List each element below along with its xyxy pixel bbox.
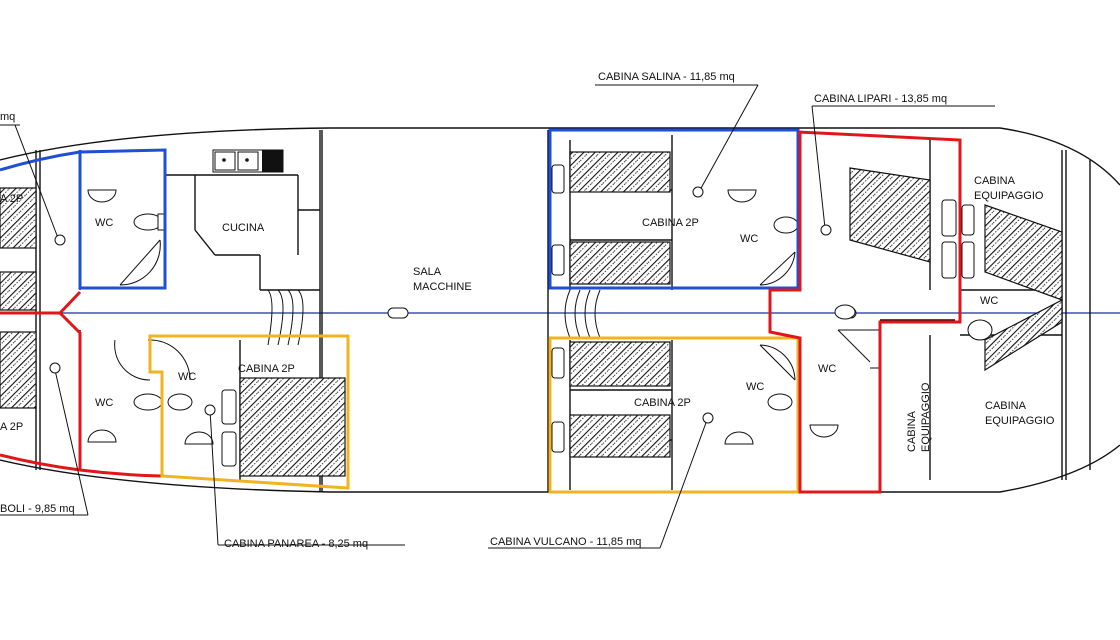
label-wc-4: WC (740, 233, 758, 245)
label-cabina-stromboli-partial: BOLI - 9,85 mq (0, 503, 75, 515)
label-cabina-equipaggio-bottom-1: CABINA (985, 400, 1027, 412)
beds (0, 151, 1063, 477)
hull-outline (0, 127, 1120, 186)
label-cabina-salina: CABINA SALINA - 11,85 mq (598, 71, 735, 83)
label-cucina: CUCINA (222, 222, 265, 234)
doors (114, 239, 881, 381)
stove (212, 149, 284, 173)
label-macchine: MACCHINE (413, 281, 472, 293)
cabin-outline-yellow-vulcano (548, 336, 800, 494)
cabin-outline-blue-left (0, 148, 167, 290)
label-wc-6: WC (818, 363, 836, 375)
label-partial-2p-bottom: A 2P (0, 421, 23, 433)
label-wc-2: WC (95, 397, 113, 409)
label-cabina-lipari: CABINA LIPARI - 13,85 mq (814, 93, 947, 105)
label-wc-7: WC (980, 295, 998, 307)
label-sala: SALA (413, 266, 442, 278)
label-partial-2p-top: A 2P (0, 193, 23, 205)
cabin-outline-yellow-panarea (148, 334, 350, 490)
stairs-left (267, 289, 304, 346)
label-cabina-vulcano: CABINA VULCANO - 11,85 mq (490, 536, 641, 548)
cabin-outline-red-lipari (768, 130, 962, 494)
label-cabina-panarea: CABINA PANAREA - 8,25 mq (224, 538, 368, 550)
pillows (221, 164, 975, 467)
sinks (87, 189, 839, 445)
axis-marker-left (387, 307, 409, 319)
leader-lines (0, 84, 995, 549)
cabin-outline-blue-salina (548, 128, 800, 290)
label-cabina-2p-panarea: CABINA 2P (238, 363, 295, 375)
label-wc-3: WC (178, 371, 196, 383)
label-cabina-2p-vulcano: CABINA 2P (634, 397, 691, 409)
label-partial-mq-top: mq (0, 111, 15, 123)
label-cabina-equipaggio-bottom-2: EQUIPAGGIO (985, 415, 1055, 427)
cabin-outline-red-left (0, 290, 163, 478)
label-cabina-equipaggio-top-2: EQUIPAGGIO (974, 190, 1044, 202)
label-wc-5: WC (746, 381, 764, 393)
label-wc-1: WC (95, 217, 113, 229)
hull-outline-bottom (0, 444, 1120, 493)
label-cabina-2p-salina: CABINA 2P (642, 217, 699, 229)
label-cabina-equipaggio-top-1: CABINA (974, 175, 1016, 187)
stairs-right (564, 289, 601, 339)
